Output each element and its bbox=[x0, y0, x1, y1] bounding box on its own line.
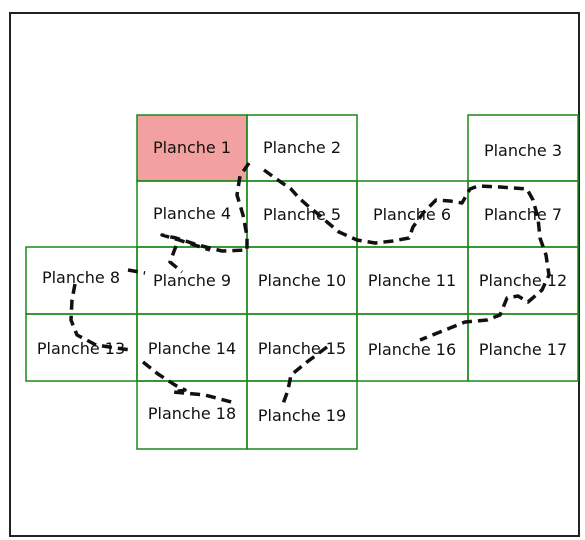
sheet-tile-1[interactable] bbox=[136, 114, 248, 182]
sheet-grid bbox=[25, 114, 579, 450]
sheet-label-5: Planche 5 bbox=[263, 205, 341, 224]
sheet-label-1: Planche 1 bbox=[153, 138, 231, 157]
sheet-label-6: Planche 6 bbox=[373, 205, 451, 224]
sheet-label-12: Planche 12 bbox=[479, 271, 567, 290]
sheet-label-17: Planche 17 bbox=[479, 340, 567, 359]
sheet-label-10: Planche 10 bbox=[258, 271, 346, 290]
sheet-tile-17[interactable] bbox=[467, 313, 579, 382]
sheet-label-2: Planche 2 bbox=[263, 138, 341, 157]
sheet-label-15: Planche 15 bbox=[258, 339, 346, 358]
sheet-label-11: Planche 11 bbox=[368, 271, 456, 290]
sheet-label-4: Planche 4 bbox=[153, 204, 231, 223]
sheet-label-3: Planche 3 bbox=[484, 141, 562, 160]
sheet-label-19: Planche 19 bbox=[258, 406, 346, 425]
sheet-labels: Planche 1 Planche 2 Planche 3 Planche 4 … bbox=[37, 138, 567, 425]
sheet-tile-19[interactable] bbox=[246, 380, 358, 450]
sheet-label-18: Planche 18 bbox=[148, 404, 236, 423]
sheet-label-13: Planche 13 bbox=[37, 339, 125, 358]
sheet-label-14: Planche 14 bbox=[148, 339, 236, 358]
sheet-label-8: Planche 8 bbox=[42, 268, 120, 287]
route-line bbox=[69, 162, 551, 405]
sheet-label-7: Planche 7 bbox=[484, 205, 562, 224]
sheet-label-16: Planche 16 bbox=[368, 340, 456, 359]
sheet-label-9: Planche 9 bbox=[153, 271, 231, 290]
